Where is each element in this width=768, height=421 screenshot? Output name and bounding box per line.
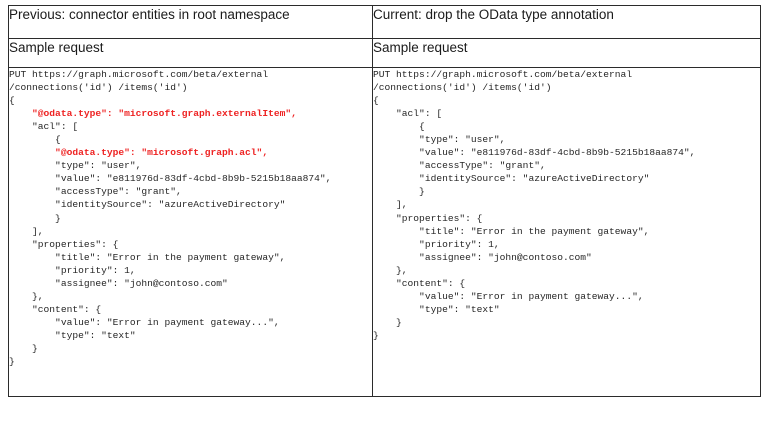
column-header-previous: Previous: connector entities in root nam… <box>9 7 290 22</box>
code-line: } <box>373 186 425 198</box>
code-line: } <box>9 212 61 224</box>
code-line: "value": "e811976d-83df-4cbd-8b9b-5215b1… <box>373 147 696 159</box>
code-line: ], <box>9 225 44 237</box>
code-line: "content": { <box>373 277 466 289</box>
code-line: "@odata.type": "microsoft.graph.acl", <box>9 147 269 159</box>
code-block-previous: PUT https://graph.microsoft.com/beta/ext… <box>9 68 372 368</box>
table-row-subheaders: Sample request Sample request <box>8 38 761 68</box>
code-line: "acl": [ <box>9 121 79 133</box>
subheader-cell-current: Sample request <box>372 38 761 68</box>
code-line: /connections('id') /items('id') <box>373 82 552 94</box>
code-line: }, <box>373 264 408 276</box>
code-line: "@odata.type": "microsoft.graph.external… <box>9 108 297 120</box>
code-line: }, <box>9 290 44 302</box>
code-line: "identitySource": "azureActiveDirectory" <box>9 199 286 211</box>
code-line: { <box>373 121 425 133</box>
code-line: PUT https://graph.microsoft.com/beta/ext… <box>373 69 633 80</box>
code-line: "identitySource": "azureActiveDirectory" <box>373 173 650 185</box>
code-line: "properties": { <box>373 212 483 224</box>
code-line: "priority": 1, <box>373 238 500 250</box>
code-line: "properties": { <box>9 238 119 250</box>
code-line: "type": "user", <box>9 160 142 172</box>
code-block-current: PUT https://graph.microsoft.com/beta/ext… <box>373 68 760 342</box>
code-line: "acl": [ <box>373 108 443 120</box>
code-line: { <box>373 95 379 107</box>
code-line: } <box>373 316 402 328</box>
code-line: "title": "Error in the payment gateway", <box>9 251 286 263</box>
code-line: "assignee": "john@contoso.com" <box>9 277 228 289</box>
header-cell-previous: Previous: connector entities in root nam… <box>8 5 373 39</box>
code-line: ], <box>373 199 408 211</box>
code-line: "type": "text" <box>373 303 500 315</box>
code-line: /connections('id') /items('id') <box>9 82 188 94</box>
code-line: "assignee": "john@contoso.com" <box>373 251 592 263</box>
code-line: } <box>9 356 15 368</box>
table-row-headers: Previous: connector entities in root nam… <box>8 5 761 39</box>
code-line: "type": "user", <box>373 134 506 146</box>
code-cell-current: PUT https://graph.microsoft.com/beta/ext… <box>372 67 761 397</box>
code-line: "value": "Error in payment gateway...", <box>373 290 644 302</box>
sample-request-label-current: Sample request <box>373 40 468 55</box>
code-line: PUT https://graph.microsoft.com/beta/ext… <box>9 69 269 80</box>
subheader-cell-previous: Sample request <box>8 38 373 68</box>
code-line: "accessType": "grant", <box>373 160 546 172</box>
code-line: "content": { <box>9 303 102 315</box>
code-cell-previous: PUT https://graph.microsoft.com/beta/ext… <box>8 67 373 397</box>
sample-request-label-previous: Sample request <box>9 40 104 55</box>
column-header-current: Current: drop the OData type annotation <box>373 7 614 22</box>
code-line: "accessType": "grant", <box>9 186 182 198</box>
table-row-code: PUT https://graph.microsoft.com/beta/ext… <box>8 67 761 397</box>
code-line: { <box>9 134 61 146</box>
code-line: "title": "Error in the payment gateway", <box>373 225 650 237</box>
code-line: } <box>9 342 38 354</box>
code-line: { <box>9 95 15 107</box>
code-line: "value": "Error in payment gateway...", <box>9 316 280 328</box>
code-line: "value": "e811976d-83df-4cbd-8b9b-5215b1… <box>9 173 332 185</box>
header-cell-current: Current: drop the OData type annotation <box>372 5 761 39</box>
code-line: "priority": 1, <box>9 264 136 276</box>
code-line: } <box>373 329 379 341</box>
comparison-table: Previous: connector entities in root nam… <box>8 5 761 397</box>
code-line: "type": "text" <box>9 329 136 341</box>
